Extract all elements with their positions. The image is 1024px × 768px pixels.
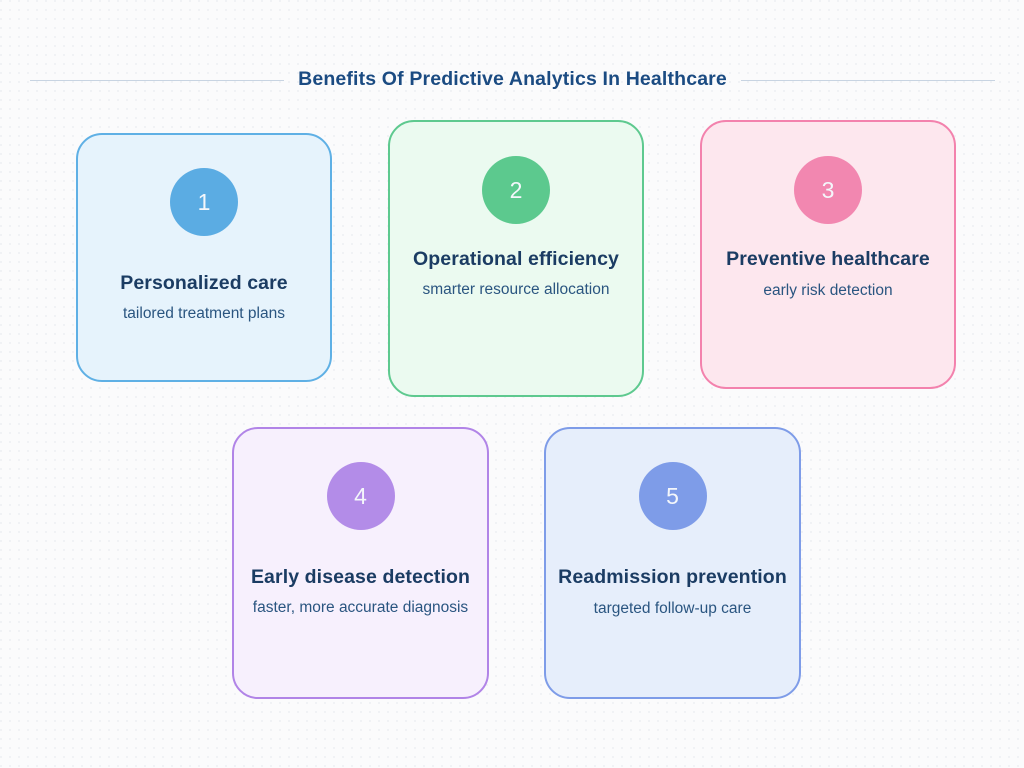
title-rule-left — [30, 79, 285, 81]
benefit-number-badge-1: 1 — [170, 168, 238, 236]
benefit-card-2[interactable]: 2 Operational efficiency smarter resourc… — [388, 120, 644, 397]
benefit-number-badge-3: 3 — [794, 156, 862, 224]
benefit-title-2: Operational efficiency — [413, 248, 619, 270]
benefit-card-5[interactable]: 5 Readmission prevention targeted follow… — [544, 427, 801, 699]
benefit-subtitle-2: smarter resource allocation — [422, 281, 610, 299]
benefit-number-badge-2: 2 — [482, 156, 550, 224]
benefit-title-3: Preventive healthcare — [726, 248, 930, 270]
benefit-card-4[interactable]: 4 Early disease detection faster, more a… — [232, 427, 489, 699]
title-rule-right — [740, 79, 996, 81]
benefit-title-5: Readmission prevention — [558, 566, 787, 588]
benefit-subtitle-5: targeted follow-up care — [593, 600, 752, 618]
benefit-card-1[interactable]: 1 Personalized care tailored treatment p… — [76, 133, 332, 382]
benefit-subtitle-1: tailored treatment plans — [123, 305, 285, 323]
benefit-title-1: Personalized care — [120, 272, 288, 294]
benefit-title-4: Early disease detection — [250, 566, 471, 588]
benefit-number-badge-4: 4 — [326, 462, 395, 530]
benefit-card-3[interactable]: 3 Preventive healthcare early risk detec… — [700, 120, 956, 389]
title-bar: Benefits Of Predictive Analytics In Heal… — [30, 65, 996, 95]
benefit-subtitle-4: faster, more accurate diagnosis — [252, 599, 469, 617]
benefit-number-badge-5: 5 — [638, 462, 707, 530]
page-title: Benefits Of Predictive Analytics In Heal… — [298, 68, 727, 91]
benefit-subtitle-3: early risk detection — [763, 282, 893, 300]
